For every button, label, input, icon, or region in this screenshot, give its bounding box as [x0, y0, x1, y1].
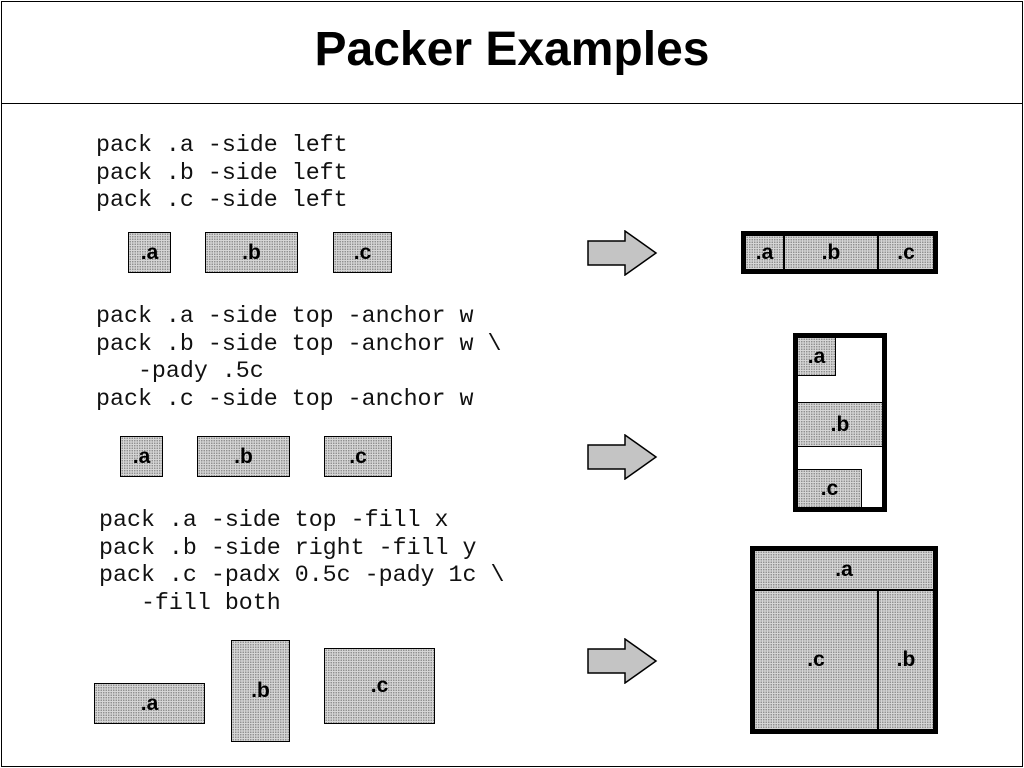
widget-b-example-2: .b — [197, 436, 290, 477]
title-bar — [2, 2, 1022, 104]
result-a-example-1: .a — [746, 236, 785, 269]
result-a-example-2: .a — [798, 338, 836, 376]
right-arrow-icon — [587, 638, 658, 684]
result-a-example-3: .a — [755, 551, 933, 591]
widget-c-example-1: .c — [333, 232, 392, 273]
result-c-example-2: .c — [798, 469, 862, 507]
widget-a-example-3: .a — [94, 683, 205, 724]
widget-a-example-1: .a — [128, 232, 171, 273]
result-frame-example-1: .a .b .c — [741, 231, 938, 274]
widget-c-example-3: .c — [324, 648, 435, 724]
page-title: Packer Examples — [314, 23, 710, 76]
code-example-2: pack .a -side top -anchor w pack .b -sid… — [96, 303, 502, 412]
widget-a-example-2: .a — [120, 436, 163, 477]
widget-c-example-2: .c — [324, 436, 392, 477]
code-example-1: pack .a -side left pack .b -side left pa… — [96, 132, 348, 213]
result-b-example-1: .b — [785, 236, 879, 269]
result-frame-example-3: .a .c .b — [750, 546, 938, 734]
result-c-example-3: .c — [755, 591, 879, 729]
code-example-3: pack .a -side top -fill x pack .b -side … — [99, 507, 505, 616]
widget-b-example-1: .b — [205, 232, 298, 273]
result-b-example-2: .b — [798, 402, 882, 447]
result-frame-example-2: .a .b .c — [793, 333, 887, 512]
widget-b-example-3: .b — [231, 640, 290, 742]
result-c-example-1: .c — [879, 236, 933, 269]
right-arrow-icon — [587, 230, 658, 276]
right-arrow-icon — [587, 434, 658, 480]
result-b-example-3: .b — [879, 591, 933, 729]
